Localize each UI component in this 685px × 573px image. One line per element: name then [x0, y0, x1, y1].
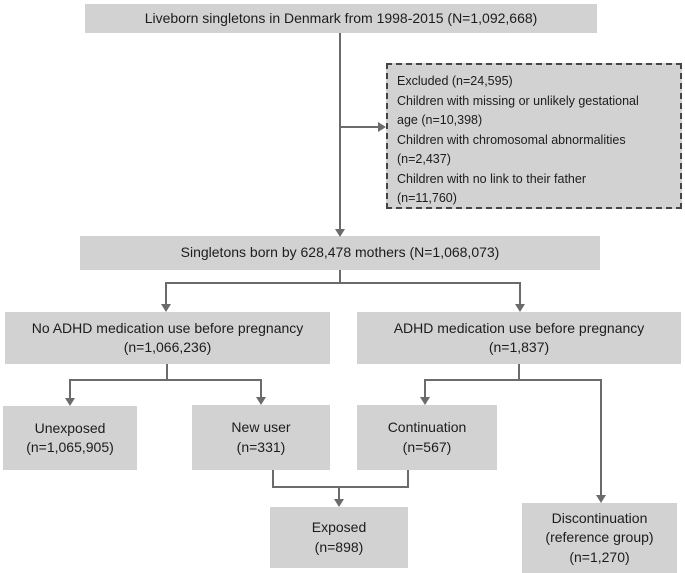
node-discontinuation-line1: Discontinuation — [551, 510, 648, 527]
excluded-line: (n=11,760) — [397, 191, 457, 205]
node-no-adhd-medication: No ADHD medication use before pregnancy … — [5, 312, 330, 364]
arrowhead-down-unexposed — [65, 398, 75, 406]
connector-no-adhd-stub — [166, 364, 168, 381]
node-discontinuation: Discontinuation (reference group) (n=1,2… — [522, 503, 677, 573]
arrowhead-down-discontinuation — [596, 495, 606, 503]
node-unexposed-line1: Unexposed — [34, 419, 106, 436]
node-adhd-line2: (n=1,837) — [488, 339, 550, 355]
node-continuation-line1: Continuation — [387, 419, 467, 436]
excluded-line: age (n=10,398) — [397, 113, 483, 127]
connector-to-discontinuation — [600, 379, 602, 496]
arrowhead-down-exposed — [334, 499, 344, 507]
node-exposed-line2: (n=898) — [314, 538, 364, 555]
node-liveborn-text: Liveborn singletons in Denmark from 1998… — [144, 9, 538, 26]
connector-liveborn-to-singletons — [339, 33, 341, 230]
node-no-adhd-line1: No ADHD medication use before pregnancy — [31, 319, 304, 336]
arrowhead-down-new-user — [256, 397, 266, 405]
node-unexposed-line2: (n=1,065,905) — [26, 439, 114, 455]
arrowhead-right-excluded — [378, 122, 386, 132]
connector-to-exposed — [338, 486, 340, 500]
excluded-line: Children with chromosomal abnormalities — [397, 132, 626, 147]
arrowhead-down-continuation — [420, 397, 430, 405]
node-new-user-line2: (n=331) — [236, 438, 286, 455]
node-singletons-mothers: Singletons born by 628,478 mothers (N=1,… — [80, 236, 600, 270]
connector-merge — [272, 486, 409, 488]
connector-to-unexposed — [69, 379, 71, 399]
node-exposed: Exposed (n=898) — [270, 507, 408, 568]
node-discontinuation-line2: (reference group) — [545, 529, 654, 546]
connector-split-left — [69, 379, 262, 381]
connector-new-user-down — [272, 470, 274, 488]
node-continuation: Continuation (n=567) — [357, 405, 497, 470]
connector-to-excluded — [340, 126, 379, 128]
excluded-line: Children with no link to their father — [397, 171, 586, 186]
node-excluded: Excluded (n=24,595) Children with missin… — [386, 63, 682, 209]
excluded-line: Excluded (n=24,595) — [397, 74, 513, 88]
node-discontinuation-line3: (n=1,270) — [569, 548, 630, 565]
node-exposed-line1: Exposed — [311, 519, 367, 536]
node-singletons-text: Singletons born by 628,478 mothers (N=1,… — [180, 244, 500, 261]
arrowhead-down-singletons — [335, 229, 345, 237]
node-new-user-line1: New user — [231, 419, 291, 436]
node-unexposed: Unexposed (n=1,065,905) — [3, 406, 137, 470]
arrowhead-down-adhd — [515, 304, 525, 312]
excluded-line: Children with missing or unlikely gestat… — [397, 93, 639, 108]
node-liveborn-singletons: Liveborn singletons in Denmark from 1998… — [85, 4, 597, 33]
arrowhead-down-no-adhd — [161, 304, 171, 312]
connector-to-no-adhd — [165, 282, 167, 305]
connector-singletons-stub — [339, 270, 341, 284]
connector-to-continuation — [424, 379, 426, 398]
node-no-adhd-line2: (n=1,066,236) — [123, 339, 212, 355]
connector-continuation-down — [407, 470, 409, 488]
node-adhd-line1: ADHD medication use before pregnancy — [393, 319, 645, 336]
node-adhd-medication: ADHD medication use before pregnancy (n=… — [357, 312, 681, 364]
node-continuation-line2: (n=567) — [402, 438, 452, 455]
connector-adhd-stub — [518, 364, 520, 381]
connector-split-right — [424, 379, 602, 381]
node-new-user: New user (n=331) — [192, 405, 330, 470]
connector-to-adhd — [519, 282, 521, 305]
connector-to-new-user — [260, 379, 262, 399]
excluded-line: (n=2,437) — [397, 152, 451, 166]
connector-split-row3 — [165, 282, 521, 284]
